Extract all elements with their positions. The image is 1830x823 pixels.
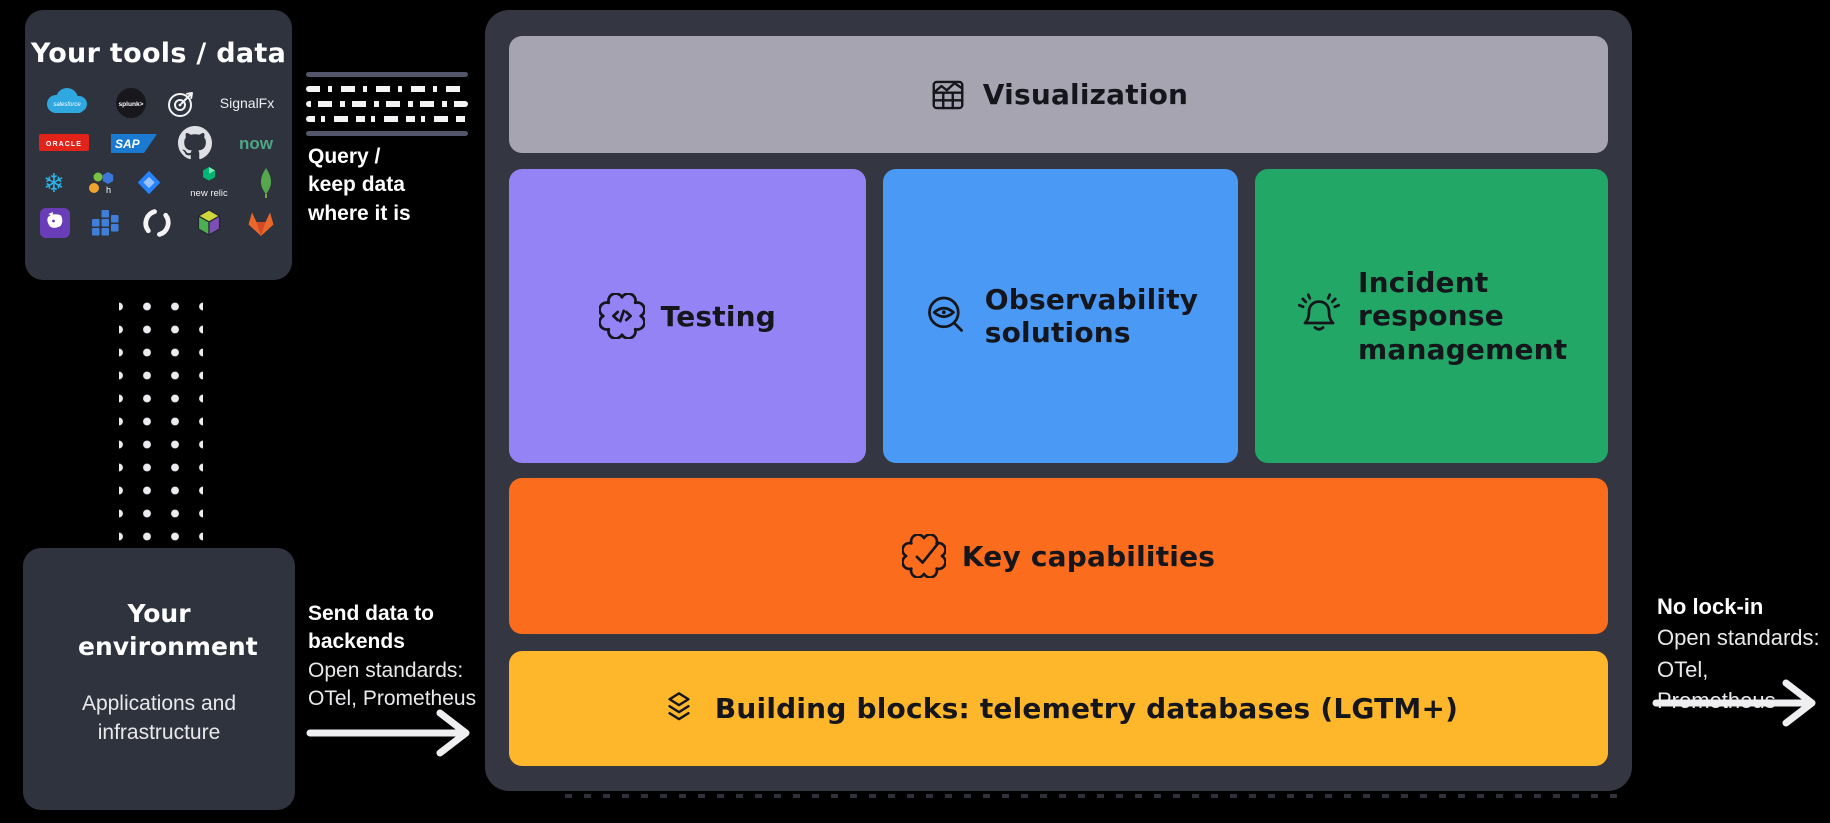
- snowflake-logo-icon: ❄: [39, 167, 69, 199]
- svg-text:now: now: [239, 134, 274, 153]
- morse-dash-row: [306, 101, 468, 107]
- morse-dash-row: [306, 86, 468, 92]
- salesforce-logo-icon: salesforce: [39, 86, 95, 120]
- tools-panel: Your tools / data salesforce splunk>: [25, 10, 292, 280]
- dotted-connector: [119, 289, 203, 542]
- incident-box: Incident response management: [1255, 169, 1609, 463]
- building-blocks-bar: Building blocks: telemetry databases (LG…: [509, 651, 1608, 766]
- morse-dash-row: [306, 116, 468, 122]
- morse-top-line: [306, 72, 468, 77]
- logo-row-1: salesforce splunk>: [39, 83, 278, 123]
- building-blocks-label: Building blocks: telemetry databases (LG…: [714, 692, 1459, 725]
- tools-panel-title: Your tools / data: [30, 38, 287, 69]
- query-label: Query / keep data where it is: [308, 145, 411, 225]
- tools-logo-grid: salesforce splunk>: [39, 83, 278, 243]
- svg-text:h: h: [106, 185, 111, 195]
- github-logo-icon: [178, 126, 213, 160]
- datadog-logo-icon: [39, 207, 71, 239]
- main-panel: Visualization Testing Observability: [485, 10, 1632, 791]
- key-capabilities-bar: Key capabilities: [509, 478, 1608, 634]
- oracle-logo: ORACLE: [39, 134, 89, 152]
- jira-logo-icon: [134, 168, 164, 198]
- key-capabilities-check-badge-icon: [901, 534, 946, 578]
- environment-title: Your environment: [78, 599, 258, 661]
- target-arrow-icon: [166, 87, 196, 119]
- logo-row-3: ❄ h: [39, 163, 278, 203]
- no-lockin-arrow-icon: [1652, 679, 1816, 727]
- gitlab-logo-icon: [244, 207, 278, 239]
- send-data-label: Send data to backends Open standards: OT…: [308, 602, 477, 711]
- capability-boxes-row: Testing Observability solutions: [509, 169, 1609, 463]
- sap-logo: SAP: [110, 133, 157, 153]
- new-relic-logo: new relic: [180, 165, 238, 201]
- key-capabilities-label: Key capabilities: [961, 539, 1216, 573]
- cube-logo-icon: [192, 207, 226, 239]
- incident-label: Incident response management: [1357, 266, 1568, 366]
- environment-subtitle: Applications and infrastructure: [81, 692, 237, 745]
- svg-text:SAP: SAP: [115, 137, 141, 151]
- svg-text:salesforce: salesforce: [53, 102, 81, 108]
- visualization-bar: Visualization: [509, 36, 1608, 153]
- incident-bell-icon: [1297, 293, 1341, 331]
- svg-text:splunk>: splunk>: [118, 101, 143, 108]
- signalfx-logo: SignalFx: [216, 91, 278, 115]
- testing-gear-code-icon: [598, 293, 645, 339]
- swirl-logo-icon: [140, 206, 174, 240]
- observability-eye-magnifier-icon: [927, 296, 963, 332]
- servicenow-logo: now: [234, 130, 278, 156]
- mongodb-logo-icon: [254, 166, 278, 200]
- svg-text:new relic: new relic: [190, 188, 228, 199]
- morse-dashes: [306, 72, 468, 136]
- building-blocks-layers-icon: [668, 691, 690, 720]
- bottom-dotted-line: [565, 794, 1620, 798]
- visualization-chart-icon: [932, 80, 964, 109]
- hexagon-cluster-icon: h: [85, 167, 117, 199]
- logo-row-2: ORACLE SAP now: [39, 123, 278, 163]
- send-arrow-icon: [306, 709, 470, 757]
- observability-box: Observability solutions: [882, 169, 1239, 463]
- svg-text:❄: ❄: [43, 169, 65, 199]
- svg-text:SignalFx: SignalFx: [220, 95, 274, 111]
- splunk-logo-icon: splunk>: [115, 87, 147, 119]
- tile-grid-logo-icon: [89, 206, 121, 240]
- svg-text:ORACLE: ORACLE: [46, 141, 82, 148]
- testing-label: Testing: [660, 299, 777, 333]
- observability-label: Observability solutions: [984, 282, 1199, 349]
- logo-row-4: [39, 203, 278, 243]
- morse-bottom-line: [306, 131, 468, 136]
- environment-panel: Your environment Applications and infras…: [23, 548, 295, 810]
- testing-box: Testing: [509, 169, 866, 463]
- visualization-label: Visualization: [982, 78, 1189, 111]
